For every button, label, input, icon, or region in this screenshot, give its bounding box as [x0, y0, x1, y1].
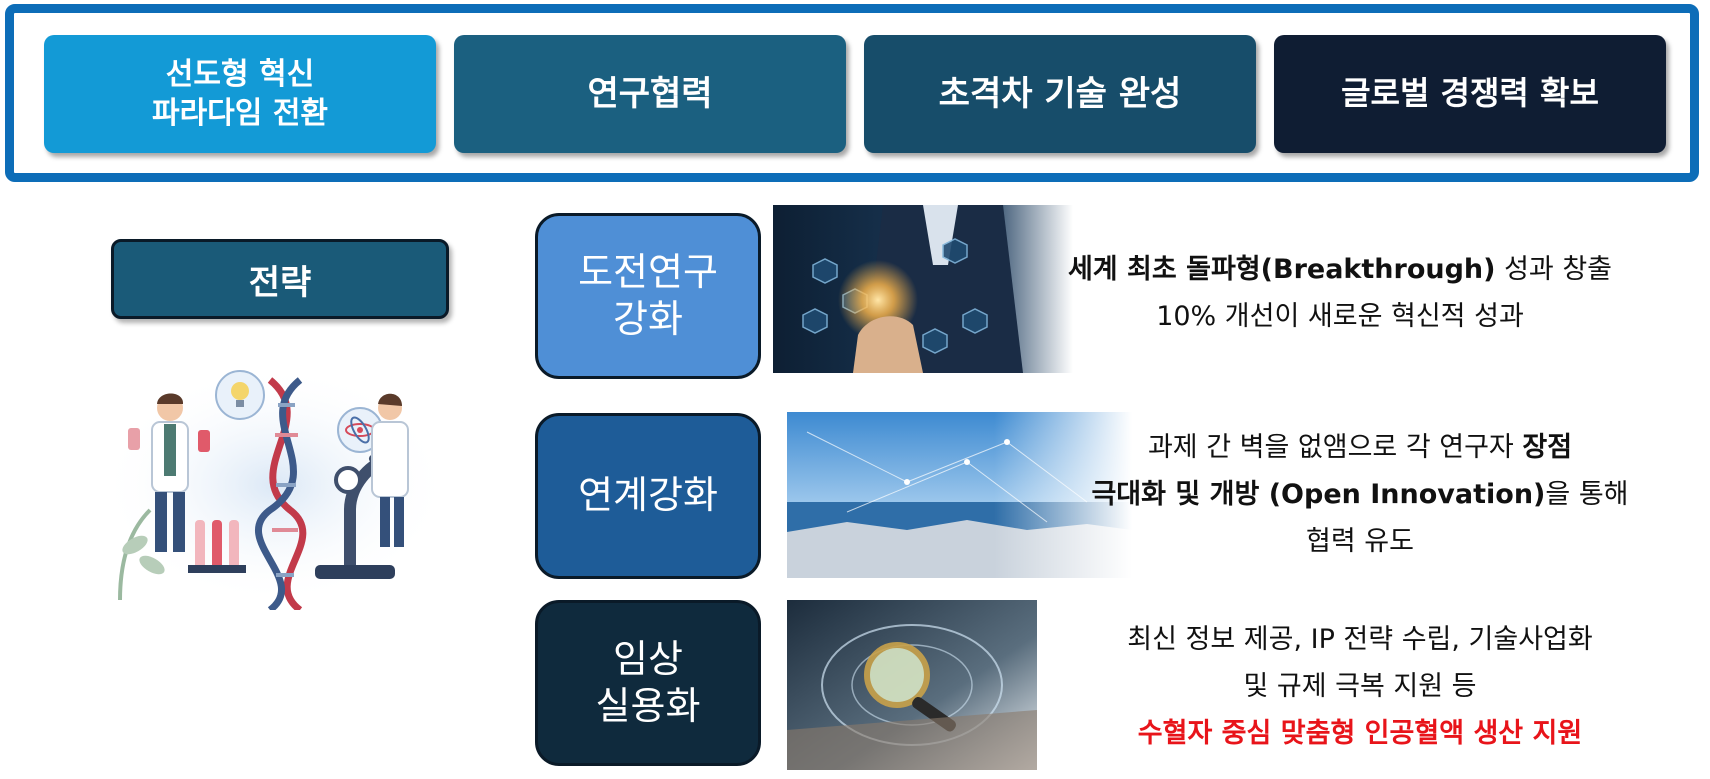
- businessman-touching-glowing-network-photo: [773, 205, 1073, 373]
- description-text: 협력 유도: [1306, 526, 1414, 557]
- description-line: 과제 간 벽을 없앰으로 각 연구자 장점: [1060, 424, 1660, 471]
- city-skyline-network-lines-photo: [787, 412, 1132, 578]
- description-text: 최신 정보 제공, IP 전략 수립, 기술사업화: [1127, 624, 1593, 655]
- description-line: 협력 유도: [1060, 518, 1660, 565]
- description-highlight-text: 수혈자 중심 맞춤형 인공혈액 생산 지원: [1137, 718, 1583, 749]
- row-2-description: 과제 간 벽을 없앰으로 각 연구자 장점 극대화 및 개방 (Open Inn…: [1060, 424, 1660, 565]
- description-text: 10% 개선이 새로운 혁신적 성과: [1156, 301, 1524, 332]
- description-line: 수혈자 중심 맞춤형 인공혈액 생산 지원: [1060, 710, 1660, 757]
- description-bold-text: 세계 최초 돌파형(Breakthrough): [1067, 254, 1496, 285]
- description-line: 및 규제 극복 지원 등: [1060, 663, 1660, 710]
- strategy-challenge-research: 도전연구 강화: [535, 213, 761, 379]
- description-text: 과제 간 벽을 없앰으로 각 연구자: [1147, 432, 1523, 463]
- goal-box-global-competitiveness: 글로벌 경쟁력 확보: [1274, 35, 1666, 153]
- description-line: 극대화 및 개방 (Open Innovation)을 통해: [1060, 471, 1660, 518]
- row-1-description: 세계 최초 돌파형(Breakthrough) 성과 창출 10% 개선이 새로…: [1030, 246, 1650, 340]
- scientists-dna-microscope-illustration: [100, 365, 450, 610]
- strategy-clinical-commercialization: 임상 실용화: [535, 600, 761, 766]
- magnifying-glass-tablet-photo: [787, 600, 1037, 770]
- description-line: 세계 최초 돌파형(Breakthrough) 성과 창출: [1030, 246, 1650, 293]
- description-text: 및 규제 극복 지원 등: [1243, 671, 1477, 702]
- strategy-linkage-enhancement: 연계강화: [535, 413, 761, 579]
- goal-box-paradigm-shift: 선도형 혁신 파라다임 전환: [44, 35, 436, 153]
- description-bold-text: 장점: [1522, 432, 1573, 463]
- row-3-description: 최신 정보 제공, IP 전략 수립, 기술사업화 및 규제 극복 지원 등 수…: [1060, 616, 1660, 757]
- goal-box-research-collaboration: 연구협력: [454, 35, 846, 153]
- description-line: 최신 정보 제공, IP 전략 수립, 기술사업화: [1060, 616, 1660, 663]
- description-text: 을 통해: [1545, 479, 1629, 510]
- description-bold-text: 극대화 및 개방 (Open Innovation): [1091, 479, 1546, 510]
- strategy-label: 전략: [111, 239, 449, 319]
- description-line: 10% 개선이 새로운 혁신적 성과: [1030, 293, 1650, 340]
- goal-box-super-gap-technology: 초격차 기술 완성: [864, 35, 1256, 153]
- description-text: 성과 창출: [1495, 254, 1613, 285]
